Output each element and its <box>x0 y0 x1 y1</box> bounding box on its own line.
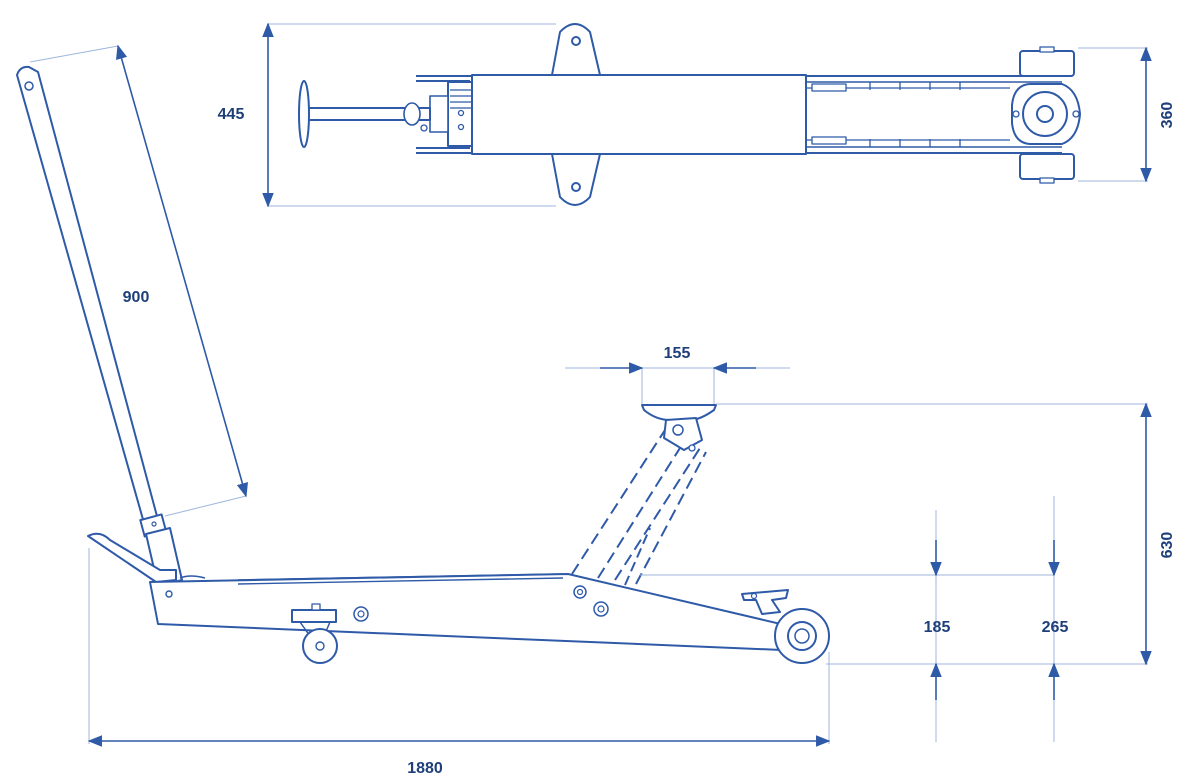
dimension-arrows <box>87 22 1152 747</box>
bottom-bracket <box>551 153 601 206</box>
label-445: 445 <box>218 106 245 123</box>
pump-block <box>447 81 475 147</box>
dim-line-900 <box>116 44 248 498</box>
label-185: 185 <box>924 619 951 636</box>
bottom-bracket-hole <box>571 182 581 192</box>
top-bracket-hole <box>571 36 581 46</box>
top-bracket <box>551 23 601 76</box>
dimension-labels: 445 360 900 155 630 185 265 1880 <box>123 102 1176 777</box>
label-630: 630 <box>1159 532 1176 559</box>
foot-pedal <box>87 532 177 583</box>
caster-bracket <box>291 609 337 623</box>
label-360: 360 <box>1159 102 1176 129</box>
top-main-body <box>471 74 807 155</box>
release-knob <box>298 80 310 148</box>
label-155: 155 <box>664 345 691 362</box>
label-900: 900 <box>123 289 150 306</box>
label-1880: 1880 <box>407 760 443 777</box>
label-265: 265 <box>1042 619 1069 636</box>
side-saddle-link <box>663 417 703 451</box>
front-lever <box>741 589 789 615</box>
top-view <box>298 23 1081 206</box>
chassis-body <box>149 573 786 651</box>
lift-arm-dashed <box>571 429 707 586</box>
top-wheel-upper <box>1019 50 1075 77</box>
top-wheel-lower <box>1019 153 1075 180</box>
side-saddle <box>641 404 717 421</box>
side-view <box>16 65 830 664</box>
handle-end-hole <box>24 81 34 91</box>
